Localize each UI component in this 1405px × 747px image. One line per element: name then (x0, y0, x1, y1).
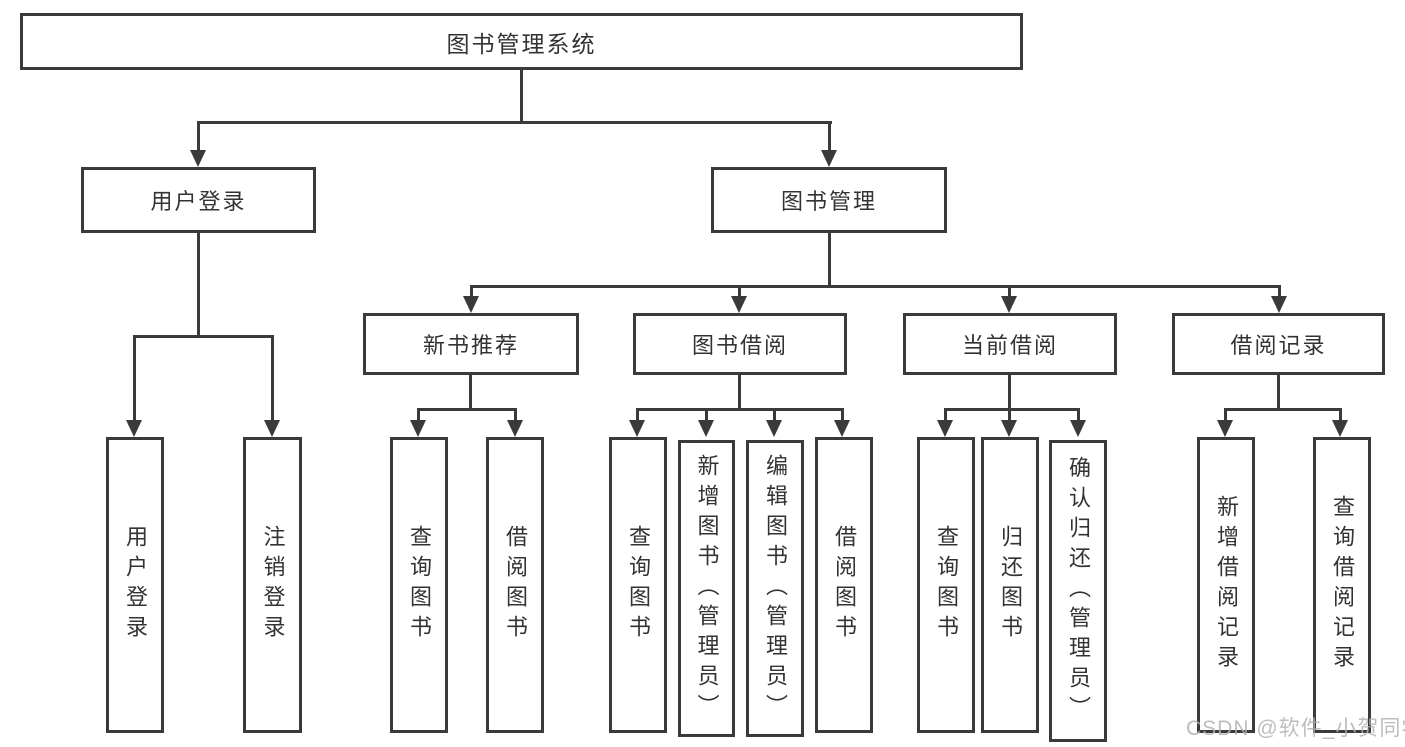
connector-stem-book-management (828, 121, 831, 152)
connector-stem-leaf (133, 335, 136, 421)
arrow-down-icon (1001, 420, 1017, 437)
csdn-watermark: CSDN @软件_小贺同学 (1186, 717, 1405, 740)
arrow-down-icon (190, 150, 206, 167)
connector-stem-leaf (514, 408, 517, 422)
leaf-query-book-borrow-label: 查询图书 (626, 525, 651, 645)
connector-stem-book-borrow (738, 285, 741, 299)
connector-level2-rail (197, 121, 832, 124)
leaf-add-book-admin-label: 新增图书（管理员） (694, 453, 720, 724)
node-book-borrow: 图书借阅 (633, 313, 847, 375)
connector-stem-borrow-records (1278, 285, 1281, 299)
connector-stem-leaf (636, 408, 639, 422)
leaf-query-borrow-record: 查询借阅记录 (1313, 437, 1371, 733)
connector-stem-new-book (470, 285, 473, 299)
leaf-confirm-return-admin-label: 确认归还（管理员） (1066, 456, 1091, 726)
connector-current-borrow-rail (944, 408, 1080, 411)
connector-user-login-stub (197, 233, 200, 335)
connector-stem-leaf (417, 408, 420, 422)
arrow-down-icon (766, 420, 782, 437)
arrow-down-icon (731, 296, 747, 313)
connector-book-borrow-stub (738, 375, 741, 411)
connector-borrow-records-rail (1224, 408, 1342, 411)
leaf-return-book-label: 归还图书 (998, 525, 1023, 645)
leaf-logout-label: 注销登录 (260, 525, 286, 645)
leaf-query-book-recommend: 查询图书 (390, 437, 448, 733)
node-new-book-recommend: 新书推荐 (363, 313, 579, 375)
leaf-edit-book-admin: 编辑图书（管理员） (746, 440, 804, 737)
arrow-down-icon (410, 420, 426, 437)
leaf-query-book-current-label: 查询图书 (934, 525, 959, 645)
node-book-management-label: 图书管理 (780, 189, 877, 214)
leaf-query-book-borrow: 查询图书 (609, 437, 667, 733)
node-root: 图书管理系统 (20, 13, 1023, 70)
node-user-login: 用户登录 (81, 167, 316, 233)
connector-root-stub (520, 69, 523, 123)
connector-stem-leaf (1224, 408, 1227, 422)
connector-stem-leaf (1339, 408, 1342, 422)
connector-level3-rail (470, 285, 1281, 288)
arrow-down-icon (834, 420, 850, 437)
connector-stem-user-login (197, 121, 200, 152)
connector-stem-leaf (944, 408, 947, 422)
leaf-borrow-book-recommend: 借阅图书 (486, 437, 544, 733)
connector-user-login-rail (133, 335, 274, 338)
arrow-down-icon (126, 420, 142, 437)
node-root-label: 图书管理系统 (446, 30, 597, 57)
connector-borrow-records-stub (1277, 375, 1280, 411)
arrow-down-icon (1271, 296, 1287, 313)
arrow-down-icon (1001, 296, 1017, 313)
connector-current-borrow-stub (1008, 375, 1011, 411)
leaf-query-book-recommend-label: 查询图书 (407, 525, 432, 645)
node-borrow-records: 借阅记录 (1172, 313, 1385, 375)
arrow-down-icon (264, 420, 280, 437)
connector-book-borrow-rail (636, 408, 844, 411)
arrow-down-icon (629, 420, 645, 437)
node-user-login-label: 用户登录 (150, 189, 247, 214)
leaf-borrow-book: 借阅图书 (815, 437, 873, 733)
node-book-management: 图书管理 (711, 167, 947, 233)
connector-stem-leaf (271, 335, 274, 421)
leaf-logout: 注销登录 (243, 437, 302, 733)
connector-new-book-stub (469, 375, 472, 411)
node-new-book-recommend-label: 新书推荐 (422, 333, 519, 358)
leaf-borrow-book-label: 借阅图书 (832, 525, 857, 645)
connector-stem-leaf (1008, 408, 1011, 422)
leaf-add-borrow-record: 新增借阅记录 (1197, 437, 1255, 733)
connector-stem-leaf (773, 408, 776, 422)
leaf-add-borrow-record-label: 新增借阅记录 (1214, 495, 1239, 675)
leaf-user-login-label: 用户登录 (123, 525, 148, 645)
connector-stem-current-borrow (1008, 285, 1011, 299)
arrow-down-icon (463, 296, 479, 313)
connector-new-book-rail (417, 408, 517, 411)
leaf-borrow-book-recommend-label: 借阅图书 (503, 525, 528, 645)
node-current-borrow: 当前借阅 (903, 313, 1117, 375)
arrow-down-icon (1070, 420, 1086, 437)
connector-stem-leaf (1077, 408, 1080, 422)
arrow-down-icon (507, 420, 523, 437)
arrow-down-icon (1217, 420, 1233, 437)
leaf-user-login: 用户登录 (106, 437, 164, 733)
leaf-add-book-admin: 新增图书（管理员） (678, 440, 735, 737)
arrow-down-icon (1332, 420, 1348, 437)
arrow-down-icon (698, 420, 714, 437)
node-borrow-records-label: 借阅记录 (1230, 333, 1327, 358)
node-current-borrow-label: 当前借阅 (961, 333, 1058, 358)
node-book-borrow-label: 图书借阅 (691, 333, 788, 358)
connector-stem-leaf (841, 408, 844, 422)
leaf-query-borrow-record-label: 查询借阅记录 (1330, 495, 1355, 675)
leaf-return-book: 归还图书 (981, 437, 1039, 733)
arrow-down-icon (821, 150, 837, 167)
leaf-edit-book-admin-label: 编辑图书（管理员） (763, 453, 788, 724)
connector-book-management-stub (828, 233, 831, 285)
arrow-down-icon (937, 420, 953, 437)
leaf-confirm-return-admin: 确认归还（管理员） (1049, 440, 1107, 742)
connector-stem-leaf (705, 408, 708, 422)
leaf-query-book-current: 查询图书 (917, 437, 975, 733)
